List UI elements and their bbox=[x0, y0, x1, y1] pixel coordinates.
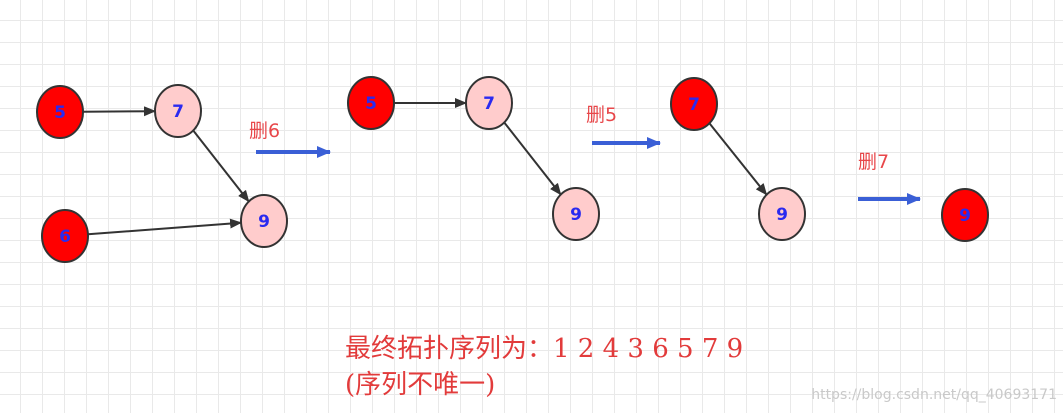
node-label: 6 bbox=[59, 227, 71, 247]
node-shape bbox=[240, 194, 288, 248]
transition-label-delete-5: 删5 bbox=[586, 104, 618, 126]
node-stage2-7: 7 bbox=[465, 76, 513, 130]
node-label: 9 bbox=[959, 206, 971, 226]
edge-stage1-5-to-7 bbox=[82, 106, 157, 117]
node-label: 5 bbox=[54, 103, 66, 123]
node-stage1-7: 7 bbox=[154, 84, 202, 138]
node-shape bbox=[36, 85, 84, 139]
transition-label-delete-6: 删6 bbox=[249, 120, 281, 142]
node-label: 5 bbox=[365, 94, 377, 114]
node-label: 7 bbox=[172, 102, 184, 122]
node-stage4-9: 9 bbox=[941, 188, 989, 242]
node-shape bbox=[758, 187, 806, 241]
node-stage3-9: 9 bbox=[758, 187, 806, 241]
topological-order-result: 最终拓扑序列为：1 2 4 3 6 5 7 9 bbox=[345, 334, 744, 364]
node-stage1-5: 5 bbox=[36, 85, 84, 139]
node-label: 9 bbox=[258, 212, 270, 232]
node-shape bbox=[154, 84, 202, 138]
node-stage1-9: 9 bbox=[240, 194, 288, 248]
node-shape bbox=[41, 209, 89, 263]
edge-stage1-6-to-9 bbox=[87, 218, 243, 236]
transition-label-delete-7: 删7 bbox=[858, 151, 890, 173]
node-stage2-9: 9 bbox=[552, 187, 600, 241]
node-shape bbox=[552, 187, 600, 241]
edge-stage1-7-to-9 bbox=[192, 129, 250, 203]
node-shape bbox=[670, 77, 718, 131]
node-shape bbox=[941, 188, 989, 242]
watermark: https://blog.csdn.net/qq_40693171 bbox=[811, 387, 1057, 403]
node-label: 7 bbox=[688, 95, 700, 115]
node-label: 9 bbox=[570, 205, 582, 225]
node-label: 7 bbox=[483, 94, 495, 114]
edge-stage2-7-to-9 bbox=[503, 121, 562, 196]
node-shape bbox=[465, 76, 513, 130]
non-unique-note: (序列不唯一) bbox=[345, 370, 496, 400]
node-stage3-7: 7 bbox=[670, 77, 718, 131]
node-stage2-5: 5 bbox=[347, 76, 395, 130]
node-stage1-6: 6 bbox=[41, 209, 89, 263]
edge-stage3-7-to-9 bbox=[708, 122, 768, 196]
node-shape bbox=[347, 76, 395, 130]
node-label: 9 bbox=[776, 205, 788, 225]
